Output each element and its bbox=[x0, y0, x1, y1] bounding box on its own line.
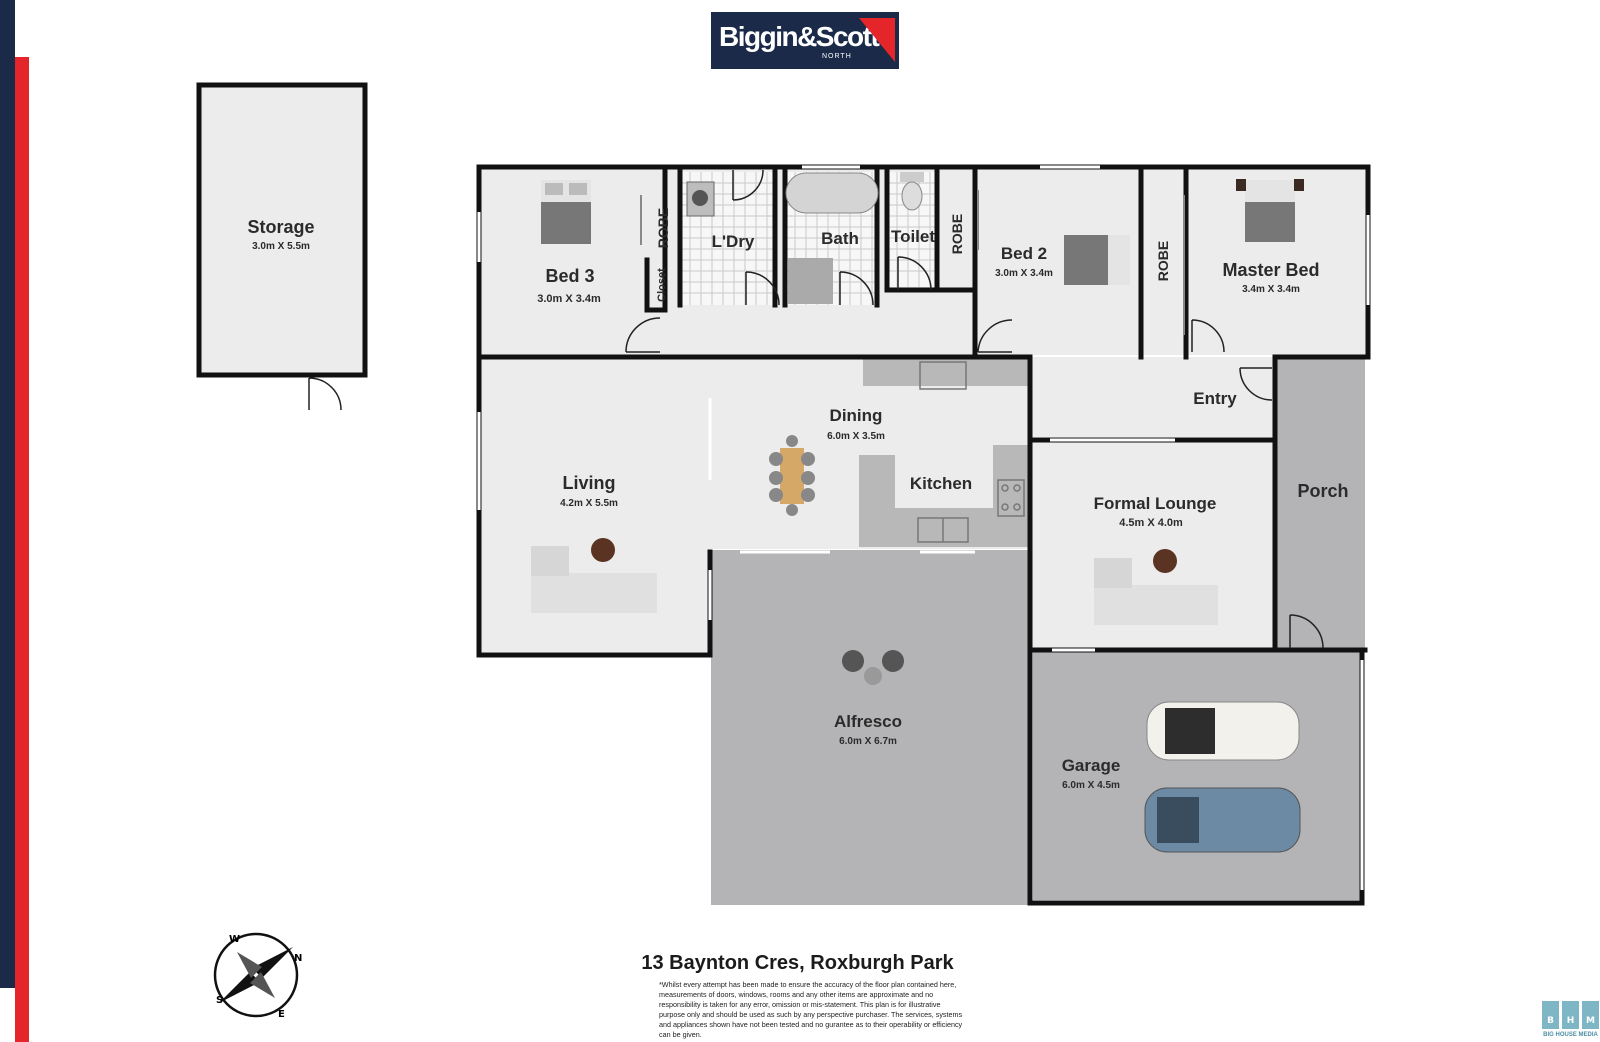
windows bbox=[477, 165, 1370, 890]
bhm-letter-h: H bbox=[1562, 1001, 1579, 1029]
brand-name: Biggin&Scott bbox=[719, 21, 880, 52]
red-stripe bbox=[15, 57, 29, 1042]
disclaimer-text: *Whilst every attempt has been made to e… bbox=[659, 980, 963, 1039]
doors bbox=[308, 169, 1324, 649]
alfresco-label: Alfresco bbox=[834, 712, 902, 731]
bed3-label: Bed 3 bbox=[545, 266, 594, 286]
robe2-label: ROBE bbox=[949, 214, 965, 254]
garage-dim: 6.0m X 4.5m bbox=[1062, 780, 1120, 791]
dining-label: Dining bbox=[830, 406, 883, 425]
walls bbox=[196, 82, 1371, 906]
wet-area-tiles bbox=[680, 172, 937, 305]
closet-label: Closet bbox=[656, 268, 668, 302]
compass-w: W bbox=[229, 934, 240, 945]
bath-label: Bath bbox=[821, 229, 859, 248]
master-bed-icon bbox=[1236, 179, 1304, 242]
bed2-dim: 3.0m X 3.4m bbox=[995, 268, 1053, 279]
bed2-label: Bed 2 bbox=[1001, 244, 1047, 263]
alfresco-dim: 6.0m X 6.7m bbox=[839, 736, 897, 747]
living-sofa-icon bbox=[531, 538, 657, 613]
compass-n: N bbox=[294, 953, 302, 964]
big-house-media-logo: B H M BIG HOUSE MEDIA bbox=[1542, 1001, 1599, 1041]
master-dim: 3.4m X 3.4m bbox=[1242, 284, 1300, 295]
bed3-bed-icon bbox=[541, 180, 591, 244]
bhm-letter-b: B bbox=[1542, 1001, 1559, 1029]
laundry-label: L'Dry bbox=[712, 232, 755, 251]
storage-label: Storage bbox=[247, 217, 314, 237]
bhm-label: BIG HOUSE MEDIA bbox=[1543, 1032, 1598, 1038]
toilet-label: Toilet bbox=[891, 227, 935, 246]
entry-label: Entry bbox=[1193, 389, 1237, 408]
lounge-sofa-icon bbox=[1094, 549, 1218, 625]
formal-dim: 4.5m X 4.0m bbox=[1119, 517, 1183, 529]
robe3-label: ROBE bbox=[1155, 241, 1171, 281]
bath-tub-icon bbox=[785, 172, 879, 304]
logo-flag-icon bbox=[859, 18, 895, 62]
bed3-dim: 3.0m X 3.4m bbox=[537, 293, 601, 305]
compass-e: E bbox=[278, 1009, 285, 1020]
storage-dim: 3.0m X 5.5m bbox=[252, 241, 310, 252]
bed2-bed-icon bbox=[1064, 235, 1130, 285]
car-blue-icon bbox=[1144, 787, 1301, 853]
dining-table-icon bbox=[769, 435, 815, 516]
formal-label: Formal Lounge bbox=[1094, 494, 1217, 513]
kitchen-sinks bbox=[917, 361, 1025, 543]
living-dim: 4.2m X 5.5m bbox=[560, 498, 618, 509]
kitchen-label: Kitchen bbox=[910, 474, 972, 493]
brand-logo: Biggin&Scott NORTH bbox=[711, 12, 899, 69]
porch-label: Porch bbox=[1297, 481, 1348, 501]
dining-dim: 6.0m X 3.5m bbox=[827, 431, 885, 442]
bhm-letter-m: M bbox=[1582, 1001, 1599, 1029]
living-label: Living bbox=[563, 473, 616, 493]
property-address: 13 Baynton Cres, Roxburgh Park bbox=[641, 952, 954, 974]
garage-label: Garage bbox=[1062, 756, 1121, 775]
toilet-icon bbox=[900, 172, 924, 211]
furniture bbox=[531, 172, 1304, 853]
laundry-tub-icon bbox=[686, 181, 715, 217]
kitchen-counters bbox=[859, 359, 1029, 547]
compass-icon: N E S W bbox=[213, 932, 302, 1020]
brand-sub: NORTH bbox=[822, 53, 852, 60]
compass-s: S bbox=[216, 995, 223, 1006]
navy-stripe bbox=[0, 0, 15, 988]
master-label: Master Bed bbox=[1222, 260, 1319, 280]
robe1-label: ROBE bbox=[655, 208, 671, 248]
car-white-icon bbox=[1146, 701, 1300, 761]
sliding-doors bbox=[640, 190, 1185, 335]
alfresco-table-icon bbox=[842, 650, 904, 685]
